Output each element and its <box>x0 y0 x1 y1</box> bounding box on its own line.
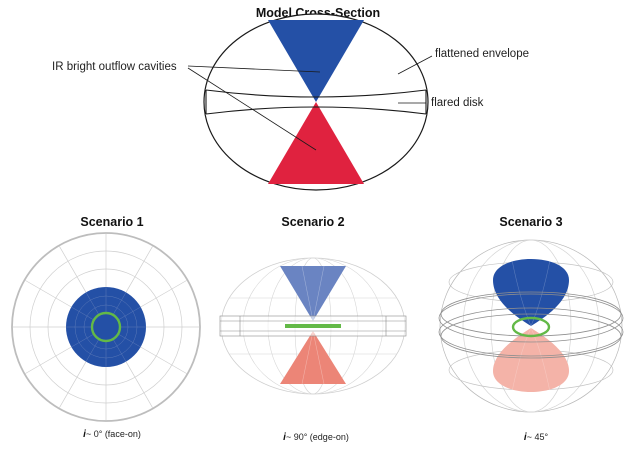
scenario-1-grid-spoke <box>59 361 87 408</box>
scenario-1-grid-spoke <box>140 346 187 374</box>
scenario-2: Scenario 2 i~ 90° (edge-on) <box>219 215 407 443</box>
scenario-1-disk-ring <box>90 311 122 343</box>
scenario-1-grid-spoke <box>59 246 87 293</box>
scenario-1-polar-grid <box>13 234 199 420</box>
scenario-1-cavity-grid <box>66 287 146 367</box>
scenario-1-cavity-spoke <box>112 292 127 316</box>
scenario-2-disk-ring <box>285 324 341 328</box>
scenario-3: Scenario 3 i~ 45° <box>438 215 624 443</box>
scenario-3-caption: i~ 45° <box>524 432 549 443</box>
scenario-1-cavity-spoke <box>71 333 95 348</box>
scenario-3-lower-cavity <box>493 328 569 392</box>
flared-disk-outline <box>205 89 427 115</box>
upper-outflow-cavity <box>268 20 364 102</box>
scenario-3-upper-cavity <box>493 259 569 326</box>
scenario-1-title: Scenario 1 <box>80 215 143 229</box>
scenario-2-title: Scenario 2 <box>281 215 344 229</box>
scenario-1: Scenario 1 i~ 0° (face-on) <box>11 215 201 440</box>
scenario-2-upper-cavity <box>280 266 346 321</box>
scenario-3-disk-ring <box>511 316 551 338</box>
scenario-1-grid-spoke <box>125 246 153 293</box>
scenario-3-title: Scenario 3 <box>499 215 562 229</box>
scenario-1-cavity-disk <box>66 287 146 367</box>
scenario-1-cavity-spoke <box>117 306 141 321</box>
envelope-leader-line <box>397 55 433 75</box>
model-cross-section: Model Cross-Section IR bright outflow ca… <box>52 6 529 191</box>
scenario-2-caption-text: ~ 90° (edge-on) <box>286 432 349 442</box>
scenario-1-caption: i~ 0° (face-on) <box>83 429 141 440</box>
scenario-3-envelope-wireframe <box>439 239 623 413</box>
scenario-1-cavity-ring <box>83 304 129 350</box>
scenario-1-inclination-symbol: i <box>83 429 86 440</box>
scenario-1-grid-spoke <box>25 346 72 374</box>
scenario-1-cavity-ring <box>74 295 138 359</box>
scenario-1-grid-spoke <box>140 280 187 308</box>
cavities-label: IR bright outflow cavities <box>52 61 177 73</box>
scenario-1-cavity-spoke <box>85 338 100 362</box>
envelope-label: flattened envelope <box>435 48 529 60</box>
scenario-2-inclination-symbol: i <box>283 432 286 443</box>
disk-label: flared disk <box>431 97 484 109</box>
scenario-1-grid-spoke <box>125 361 153 408</box>
scenario-2-lower-cavity <box>280 331 346 384</box>
scenario-2-caption: i~ 90° (edge-on) <box>283 432 349 443</box>
lower-outflow-cavity <box>268 102 364 184</box>
scenario-1-caption-text: ~ 0° (face-on) <box>86 429 141 439</box>
scenario-1-cavity-spoke <box>71 306 95 321</box>
cavities-leader-line-upper <box>187 65 321 73</box>
scenario-1-grid-spoke <box>25 280 72 308</box>
scenario-1-cavity-spoke <box>85 292 100 316</box>
cavities-leader-line-lower <box>187 67 317 151</box>
scenario-3-inclination-symbol: i <box>524 432 527 443</box>
scenario-1-cavity-spoke <box>112 338 127 362</box>
scenario-1-cavity-spoke <box>117 333 141 348</box>
scenario-3-caption-text: ~ 45° <box>527 432 549 442</box>
scenario-2-cavity-grid <box>301 265 325 385</box>
